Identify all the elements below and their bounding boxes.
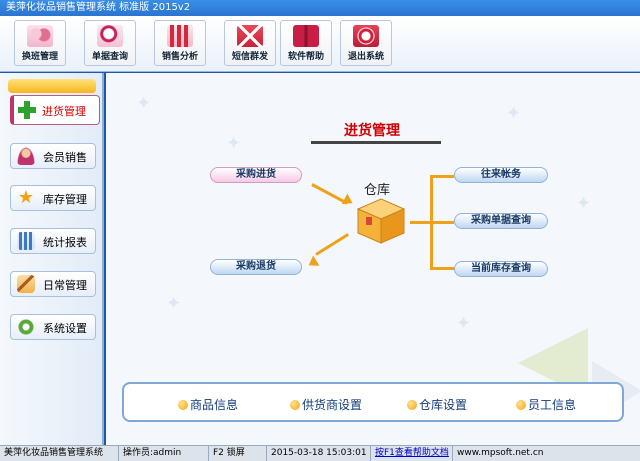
warehouse-box-icon [356, 197, 406, 245]
sidebar-item-purchase-management[interactable]: 进货管理 [10, 95, 100, 125]
status-app-name: 美萍化妆品销售管理系统 [4, 448, 104, 458]
purchase-document-query-button[interactable]: 采购单据查询 [454, 213, 548, 229]
shift-management-button[interactable]: 换班管理 [14, 20, 66, 66]
star-icon: ★ [17, 187, 35, 208]
arrow-out-head [305, 255, 320, 271]
purchase-in-button[interactable]: 采购进货 [210, 167, 302, 183]
status-bar: 美萍化妆品销售管理系统 操作员:admin F2 锁屏 2015-03-18 1… [0, 445, 640, 461]
background-star-decoration: ✦ [136, 93, 152, 114]
member-icon [17, 147, 35, 165]
help-book-icon [293, 25, 319, 47]
arrow-in-head [341, 193, 356, 209]
background-star-decoration: ✦ [166, 293, 182, 314]
gear-icon [17, 318, 35, 336]
window-title: 美萍化妆品销售管理系统 标准版 2015v2 [0, 0, 640, 16]
quick-links-panel: 商品信息 供货商设置 仓库设置 员工信息 [122, 382, 624, 422]
sidebar-header-bar [8, 79, 96, 93]
power-icon [353, 25, 379, 47]
sidebar-item-system-settings[interactable]: 系统设置 [10, 314, 96, 340]
main-panel: ✦ ✦ ✦ ✦ ✦ ✦ 进货管理 采购进货 采购退货 往来帐务 采购单据查询 当… [106, 73, 640, 445]
plus-icon [18, 101, 36, 119]
exit-system-button[interactable]: 退出系统 [340, 20, 392, 66]
bullet-icon [290, 400, 300, 410]
title-underline [311, 141, 441, 144]
branch-bottom [430, 267, 454, 270]
sidebar-item-daily-management[interactable]: 日常管理 [10, 271, 96, 297]
sidebar: 进货管理 会员销售 ★ 库存管理 统计报表 日常管理 系统设置 [0, 73, 104, 445]
background-star-decoration: ✦ [576, 193, 592, 214]
quick-link-warehouse-settings[interactable]: 仓库设置 [407, 396, 467, 413]
status-lock-hint: F2 锁屏 [208, 446, 245, 461]
sidebar-item-statistics-report[interactable]: 统计报表 [10, 228, 96, 254]
bullet-icon [178, 400, 188, 410]
sidebar-item-inventory-management[interactable]: ★ 库存管理 [10, 185, 96, 211]
bullet-icon [407, 400, 417, 410]
accounts-button[interactable]: 往来帐务 [454, 167, 548, 183]
status-operator: 操作员:admin [118, 446, 181, 461]
software-help-button[interactable]: 软件帮助 [280, 20, 332, 66]
page-title: 进货管理 [344, 123, 400, 139]
warehouse-label: 仓库 [364, 183, 391, 198]
status-datetime: 2015-03-18 15:03:01 [266, 446, 367, 461]
magnifier-icon [97, 25, 123, 47]
toolbar: 换班管理 单据查询 销售分析 短信群发 软件帮助 退出系统 [0, 16, 640, 72]
branch-top [430, 175, 454, 178]
branch-connector [410, 221, 432, 224]
report-chart-icon [17, 232, 35, 250]
background-star-decoration: ✦ [506, 103, 522, 124]
envelope-icon [237, 25, 263, 47]
quick-link-employee-info[interactable]: 员工信息 [516, 396, 576, 413]
user-swap-icon [27, 25, 53, 47]
status-help-link[interactable]: 按F1查看帮助文档 [370, 446, 449, 461]
purchase-return-button[interactable]: 采购退货 [210, 259, 302, 275]
arrow-out-line [315, 233, 350, 256]
bar-chart-icon [167, 25, 193, 47]
background-star-decoration: ✦ [456, 313, 472, 334]
sms-broadcast-button[interactable]: 短信群发 [224, 20, 276, 66]
status-website: www.mpsoft.net.cn [452, 446, 543, 461]
quick-link-product-info[interactable]: 商品信息 [178, 396, 238, 413]
broom-icon [17, 275, 35, 293]
background-star-decoration: ✦ [226, 133, 242, 154]
quick-link-supplier-settings[interactable]: 供货商设置 [290, 396, 362, 413]
document-query-button[interactable]: 单据查询 [84, 20, 136, 66]
bullet-icon [516, 400, 526, 410]
current-stock-query-button[interactable]: 当前库存查询 [454, 261, 548, 277]
sales-analysis-button[interactable]: 销售分析 [154, 20, 206, 66]
branch-middle [430, 221, 454, 224]
sidebar-item-member-sales[interactable]: 会员销售 [10, 143, 96, 169]
